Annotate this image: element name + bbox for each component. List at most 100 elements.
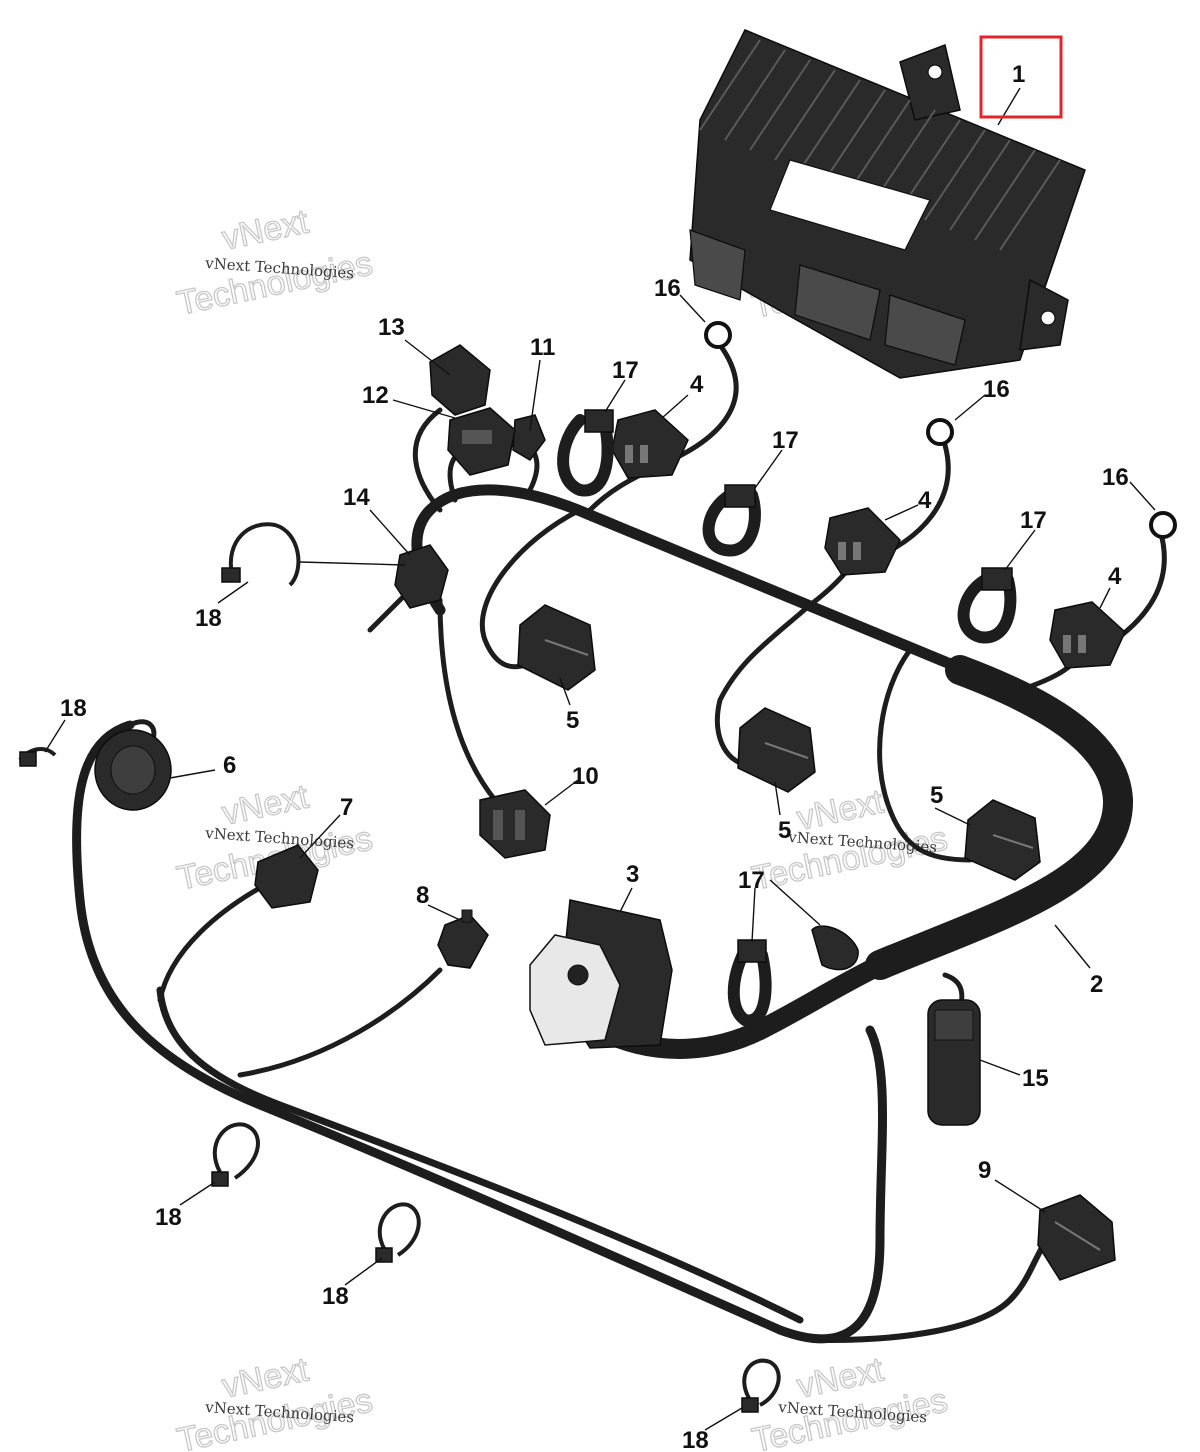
connector-4-body xyxy=(611,409,689,479)
connector-13-body xyxy=(429,344,491,416)
watermark-text: vNext xyxy=(219,202,312,257)
clip-17 xyxy=(727,944,772,1027)
connector-4-c xyxy=(1049,601,1126,669)
callout-11: 11 xyxy=(530,334,555,361)
callout-16: 16 xyxy=(1102,464,1129,491)
connector-3-plate xyxy=(529,934,621,1046)
connector-3-hole xyxy=(567,964,589,986)
callout-14: 14 xyxy=(343,484,370,511)
connector-4-pin xyxy=(853,542,861,560)
connector-4-pin xyxy=(838,542,846,560)
ring-terminal-16 xyxy=(1149,511,1177,539)
wire-5b xyxy=(714,602,813,768)
callout-10: 10 xyxy=(572,763,599,790)
harness-lower-branch xyxy=(156,986,804,1324)
ecm-plug-left xyxy=(689,229,746,301)
ecm-plug-right xyxy=(884,294,966,366)
callout-4: 4 xyxy=(690,371,704,398)
watermark-text: Technologies xyxy=(174,244,376,322)
cable-tie-18 xyxy=(377,1202,421,1257)
connector-5-body xyxy=(517,604,596,691)
ecm-plug-middle xyxy=(794,264,881,341)
wire-10 xyxy=(437,597,498,803)
connector-10 xyxy=(479,789,551,859)
connector-4-pin xyxy=(625,445,633,463)
cable-ties-18 xyxy=(18,522,781,1413)
connector-8-body xyxy=(437,914,489,969)
connectors xyxy=(94,344,1126,1281)
clip-17-grommet xyxy=(811,925,859,971)
cable-tie-18 xyxy=(228,522,301,587)
callout-5: 5 xyxy=(778,817,791,844)
harness-sleeve xyxy=(865,655,1134,980)
harness-trunk-upper xyxy=(411,484,966,674)
connector-8 xyxy=(437,909,489,969)
sensor-15-head xyxy=(934,1009,974,1041)
connector-3 xyxy=(529,899,673,1049)
cable-tie-18 xyxy=(742,1358,781,1407)
cable-tie-18-head xyxy=(375,1247,393,1263)
clip-17-head xyxy=(737,939,767,963)
connector-4-body xyxy=(1049,601,1126,669)
sensor-15 xyxy=(927,999,981,1126)
connector-11 xyxy=(512,414,546,461)
watermark-top-left: vNext Technologies vNext Technologies xyxy=(173,202,376,324)
watermark-text: vNext xyxy=(219,777,312,832)
clips-17 xyxy=(557,409,1017,1027)
ecm-module xyxy=(689,29,1086,379)
watermarks: vNext Technologies vNext Technologies vN… xyxy=(173,202,951,1452)
watermark-bottom-right: vNext Technologies vNext Technologies xyxy=(748,1350,951,1452)
callout-1: 1 xyxy=(1012,61,1025,88)
connector-5-body xyxy=(737,707,816,793)
highlight-box xyxy=(979,35,1063,119)
ecm-cooling-fins xyxy=(699,39,1061,251)
leader-lines xyxy=(44,87,1156,1431)
harness-lower-loop xyxy=(72,720,887,1344)
cable-tie-18-head xyxy=(211,1171,229,1187)
clip-17 xyxy=(702,489,761,557)
harness-branch-9 xyxy=(827,1232,1053,1343)
connector-12 xyxy=(447,407,516,476)
callout-18: 18 xyxy=(322,1283,349,1310)
callout-18: 18 xyxy=(682,1427,709,1452)
connector-9-ridge xyxy=(1054,1221,1101,1251)
callout-16: 16 xyxy=(983,376,1010,403)
main-harness xyxy=(72,342,1167,1344)
cable-tie-18-head xyxy=(19,751,37,767)
clip-17 xyxy=(557,414,614,497)
connector-9 xyxy=(1037,1194,1116,1281)
ring-terminal-16 xyxy=(926,418,954,446)
callout-2: 2 xyxy=(1090,971,1103,998)
callout-15: 15 xyxy=(1022,1065,1049,1092)
connector-5-body xyxy=(964,799,1041,881)
connector-6-face xyxy=(110,745,156,795)
callout-18: 18 xyxy=(60,695,87,722)
connector-14-body xyxy=(394,544,449,609)
clip-17-head xyxy=(584,409,614,433)
connector-10-latch xyxy=(493,810,503,840)
connector-12-latch xyxy=(462,430,492,444)
connector-4-pin xyxy=(1063,635,1071,653)
callout-17: 17 xyxy=(738,867,765,894)
connector-7 xyxy=(254,844,319,909)
connector-10-latch xyxy=(515,810,525,840)
callout-5: 5 xyxy=(566,707,579,734)
connector-5-ridge xyxy=(992,834,1034,849)
connector-5-b xyxy=(737,707,816,793)
connector-6 xyxy=(94,729,172,811)
callout-5: 5 xyxy=(930,782,943,809)
callout-17: 17 xyxy=(1020,507,1047,534)
wire-7 xyxy=(157,882,268,1003)
connector-4-pin xyxy=(640,445,648,463)
cable-tie-18 xyxy=(212,1122,260,1180)
callout-18: 18 xyxy=(155,1204,182,1231)
connector-8-tab xyxy=(461,909,473,923)
wire-8 xyxy=(237,967,443,1078)
connector-14 xyxy=(394,544,449,609)
callout-9: 9 xyxy=(978,1157,991,1184)
connector-7-body xyxy=(254,844,319,909)
callout-12: 12 xyxy=(362,382,389,409)
callout-13: 13 xyxy=(378,314,405,341)
connector-5-ridge xyxy=(544,639,589,656)
